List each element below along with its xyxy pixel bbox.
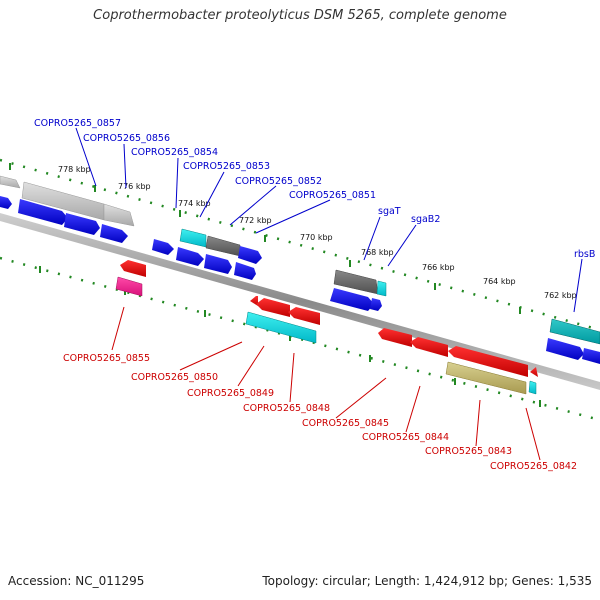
cds-arrow[interactable] (176, 247, 204, 266)
forward-major-ticks (9, 163, 521, 314)
gene-feature[interactable] (115, 276, 143, 297)
forward-labels: COPRO5265_0857 COPRO5265_0856 COPRO5265_… (34, 118, 595, 260)
gene-label[interactable]: rbsB (574, 249, 595, 260)
gene-label[interactable]: COPRO5265_0852 (235, 176, 322, 187)
cds-arrow[interactable] (100, 224, 128, 243)
reverse-tick-track (0, 256, 600, 422)
cds-arrow[interactable] (64, 213, 100, 235)
forward-genes-outer (0, 175, 600, 345)
gene-feature[interactable] (205, 235, 241, 257)
gene-label[interactable]: COPRO5265_0857 (34, 118, 121, 129)
reverse-genes-inner (120, 260, 538, 377)
topology-text: Topology: circular; Length: 1,424,912 bp… (262, 574, 592, 588)
gene-label[interactable]: COPRO5265_0855 (63, 353, 150, 364)
cds-arrow[interactable] (448, 346, 528, 377)
tick-label: 772 kbp (239, 216, 272, 225)
tick-label: 776 kbp (118, 182, 151, 191)
gene-label[interactable]: COPRO5265_0844 (362, 432, 449, 443)
tick-label: 774 kbp (178, 199, 211, 208)
gene-feature[interactable] (103, 203, 135, 227)
gene-feature[interactable] (179, 228, 207, 248)
gene-feature[interactable] (528, 380, 537, 395)
cds-arrow[interactable] (18, 199, 68, 225)
cds-arrow[interactable] (530, 367, 538, 377)
gene-label[interactable]: sgaT (378, 206, 401, 217)
cds-arrow[interactable] (152, 239, 174, 255)
gene-feature[interactable] (376, 280, 387, 297)
gene-feature[interactable] (245, 311, 317, 344)
cds-arrow[interactable] (288, 307, 320, 325)
cds-arrow[interactable] (204, 254, 232, 274)
reverse-label-leaders (111, 306, 541, 461)
cds-arrow[interactable] (410, 337, 448, 357)
tick-label: 778 kbp (58, 165, 91, 174)
cds-arrow[interactable] (120, 260, 146, 277)
cds-arrow[interactable] (0, 196, 12, 209)
cds-arrow[interactable] (582, 348, 600, 364)
cds-arrow[interactable] (250, 296, 258, 306)
cds-arrow[interactable] (330, 288, 374, 311)
gene-label[interactable]: COPRO5265_0853 (183, 161, 270, 172)
forward-genes-inner (0, 196, 600, 364)
tick-label: 762 kbp (544, 291, 577, 300)
gene-label[interactable]: COPRO5265_0845 (302, 418, 389, 429)
accession-text: Accession: NC_011295 (8, 574, 145, 588)
gene-label[interactable]: COPRO5265_0856 (83, 133, 170, 144)
gene-label[interactable]: sgaB2 (411, 214, 440, 225)
tick-label: 770 kbp (300, 233, 333, 242)
cds-arrow[interactable] (256, 298, 290, 317)
gene-feature[interactable] (549, 318, 600, 345)
forward-label-leaders (75, 127, 583, 313)
cds-arrow[interactable] (546, 338, 584, 360)
gene-label[interactable]: COPRO5265_0849 (187, 388, 274, 399)
tick-label: 764 kbp (483, 277, 516, 286)
cds-arrow[interactable] (370, 298, 382, 311)
gene-feature[interactable] (0, 175, 21, 189)
genome-backbone (0, 213, 600, 390)
gene-label[interactable]: COPRO5265_0848 (243, 403, 330, 414)
reverse-genes-outer (115, 276, 537, 395)
gene-label[interactable]: COPRO5265_0843 (425, 446, 512, 457)
page-title: Coprothermobacter proteolyticus DSM 5265… (93, 8, 507, 23)
tick-label: 766 kbp (422, 263, 455, 272)
gene-feature[interactable] (445, 361, 527, 395)
cds-arrow[interactable] (238, 246, 262, 264)
gene-label[interactable]: COPRO5265_0842 (490, 461, 577, 472)
gene-label[interactable]: COPRO5265_0851 (289, 190, 376, 201)
reverse-major-ticks (39, 266, 541, 407)
cds-arrow[interactable] (234, 262, 256, 280)
gene-label[interactable]: COPRO5265_0854 (131, 147, 218, 158)
cds-arrow[interactable] (378, 328, 412, 347)
reverse-labels: COPRO5265_0855 COPRO5265_0850 COPRO5265_… (63, 353, 577, 472)
tick-label: 768 kbp (361, 248, 394, 257)
gene-label[interactable]: COPRO5265_0850 (131, 372, 218, 383)
